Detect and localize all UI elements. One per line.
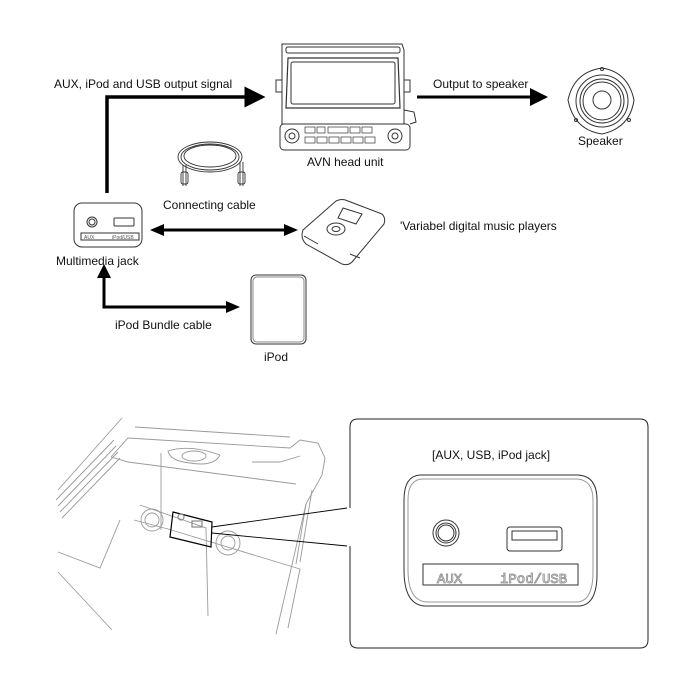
- avn-head-unit-icon: [275, 43, 417, 151]
- multimedia-jack-large-icon: [403, 474, 598, 607]
- callout-leader-lines: [211, 507, 348, 547]
- connecting-cable-arrow: [150, 224, 298, 236]
- digital-music-players-label: 'Variabel digital music players: [400, 219, 557, 233]
- center-console-sketch: [55, 417, 326, 635]
- signal-arrow: [105, 86, 266, 193]
- speaker-icon: [567, 67, 635, 135]
- multimedia-jack-icon: [73, 202, 143, 248]
- callout-box: [349, 418, 649, 649]
- jack-small-aux-label: AUX: [84, 235, 95, 241]
- output-to-speaker-label: Output to speaker: [433, 77, 529, 91]
- callout-title: [AUX, USB, iPod jack]: [432, 448, 551, 462]
- digital-music-player-icon: [301, 199, 386, 266]
- ipod-bundle-cable-arrow: [97, 264, 240, 313]
- jack-location-highlight: [169, 511, 213, 548]
- multimedia-jack-label: Multimedia jack: [56, 254, 139, 268]
- aux-ipod-usb-signal-label: AUX, iPod and USB output signal: [54, 77, 233, 91]
- ipod-label: iPod: [264, 350, 289, 364]
- speaker-label: Speaker: [578, 134, 623, 148]
- ipod-icon: [250, 274, 307, 345]
- ipod-bundle-cable-label: iPod Bundle cable: [115, 318, 212, 332]
- jack-large-aux-label: AUX: [437, 572, 463, 588]
- connecting-cable-label: Connecting cable: [163, 198, 256, 212]
- avn-head-unit-label: AVN head unit: [307, 155, 384, 169]
- connecting-cable-icon: [177, 141, 246, 186]
- jack-large-usb-label: iPod/USB: [500, 572, 567, 588]
- jack-small-usb-label: iPod/USB: [112, 235, 134, 241]
